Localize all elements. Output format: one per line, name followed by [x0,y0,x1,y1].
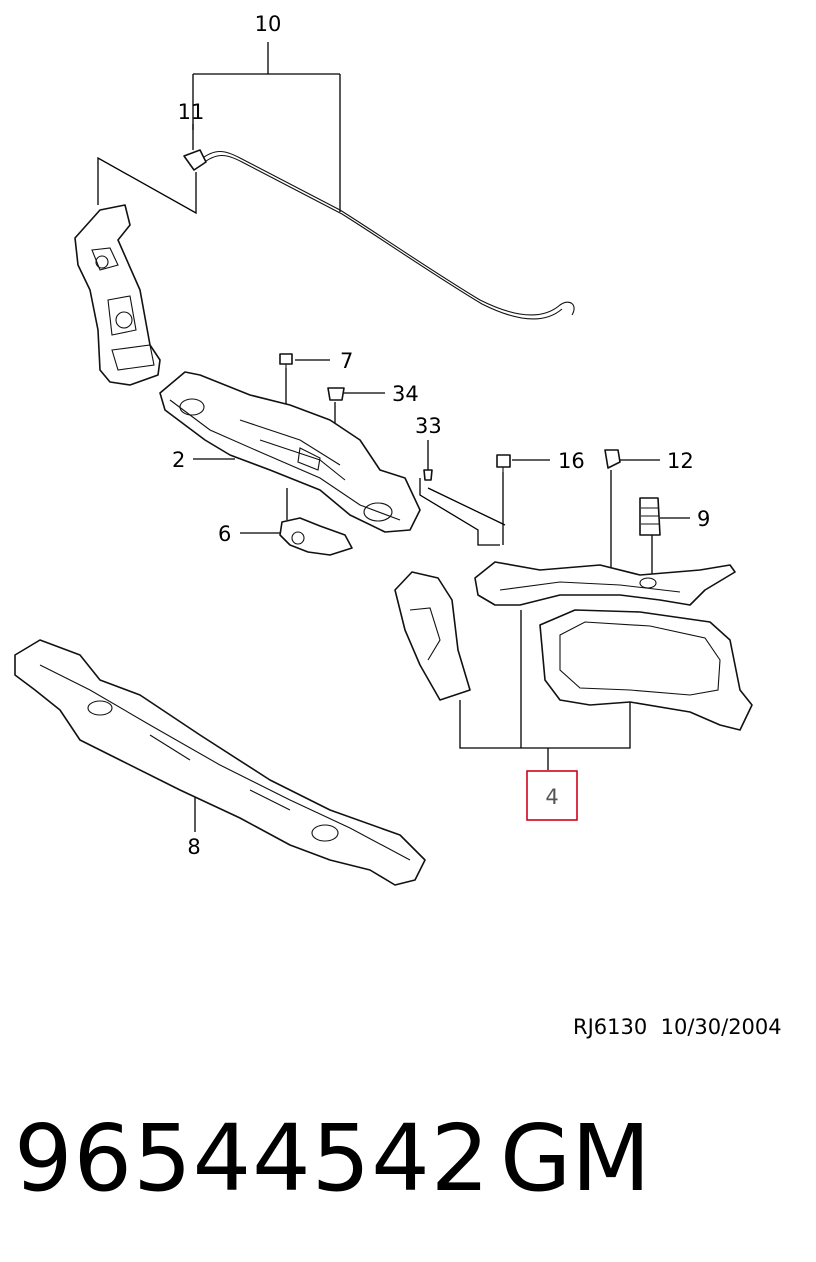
bolt-16 [496,454,511,475]
callout-labels: 10 11 7 34 33 2 16 12 9 6 4 8 [172,12,710,859]
drawing-reference: RJ6130 10/30/2004 [573,1015,782,1039]
callout-33: 33 [415,414,442,438]
callout-9: 9 [697,507,710,531]
upper-tie-bar [159,371,421,533]
latch-bracket [279,517,353,556]
side-member-inner [394,571,471,701]
clip-12 [604,449,621,469]
screw-33 [423,469,433,481]
callout-10: 10 [255,12,282,36]
lower-tie-bar [14,639,426,886]
callout-34: 34 [392,382,419,406]
callout-7: 7 [340,349,353,373]
callout-11: 11 [178,100,205,124]
brand-name: GM [500,1105,651,1212]
hood-release-cable [199,150,575,320]
bumper-9 [639,497,661,536]
callout-8: 8 [187,835,200,859]
side-member-upper [474,561,736,606]
callout-16: 16 [558,449,585,473]
bolt-7 [279,353,293,372]
drawing-ref-code: RJ6130 [573,1015,648,1039]
drawing-date: 10/30/2004 [660,1015,782,1039]
clip-34 [327,387,345,401]
callout-12: 12 [667,449,694,473]
callout-2: 2 [172,448,185,472]
part-number: 96544542 [14,1105,491,1212]
callout-4: 4 [545,785,558,809]
left-support-bracket [74,204,161,386]
cable-clip [183,149,207,171]
wheelhouse-panel [539,609,753,731]
callout-4-highlight [526,770,578,821]
callout-6: 6 [218,522,231,546]
parts-diagram: 10 11 7 34 33 2 16 12 9 6 4 8 [14,12,753,886]
